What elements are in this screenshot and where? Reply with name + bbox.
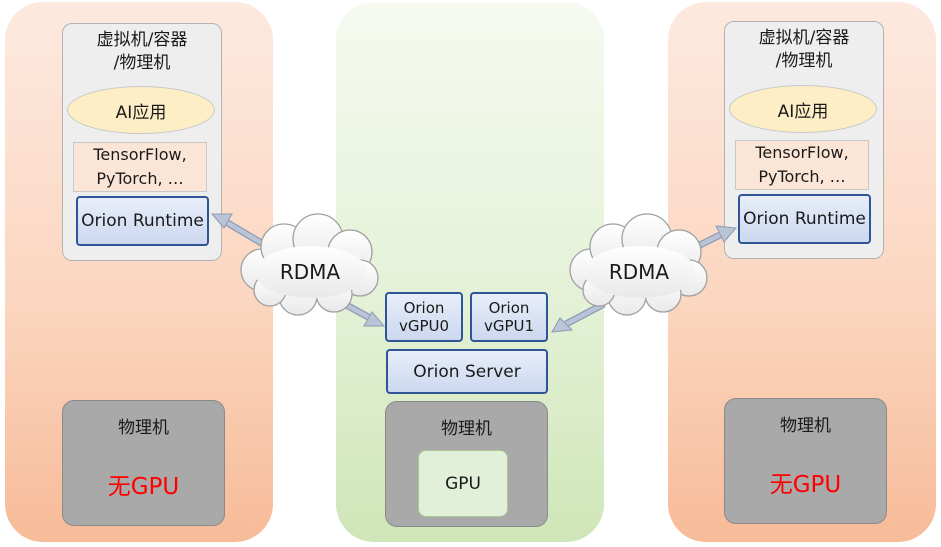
vm-title-right: 虚拟机/容器 /物理机 (758, 28, 850, 71)
physical-machine-left: 物理机 无GPU (62, 400, 225, 526)
no-gpu-left: 无GPU (107, 474, 180, 500)
physical-machine-center-label: 物理机 (441, 419, 492, 439)
ai-app-right: AI应用 (729, 85, 877, 133)
gpu-box: GPU (418, 450, 508, 517)
orion-vgpu0: Orion vGPU0 (385, 292, 463, 342)
orion-runtime-right: Orion Runtime (738, 194, 871, 244)
cloud-left: RDMA (255, 245, 365, 299)
physical-machine-left-label: 物理机 (118, 418, 169, 438)
orion-runtime-left: Orion Runtime (76, 196, 209, 246)
orion-server: Orion Server (386, 349, 548, 394)
arrow-right-to-vgpu1 (551, 300, 606, 333)
frameworks-left: TensorFlow, PyTorch, … (73, 142, 207, 192)
frameworks-right: TensorFlow, PyTorch, … (735, 140, 869, 190)
ai-app-left: AI应用 (67, 86, 215, 134)
cloud-left-label: RDMA (279, 260, 341, 284)
orion-vgpu1: Orion vGPU1 (470, 292, 548, 342)
physical-machine-right: 物理机 无GPU (724, 398, 887, 524)
cloud-right-label: RDMA (608, 260, 670, 284)
physical-machine-right-label: 物理机 (780, 416, 831, 436)
no-gpu-right: 无GPU (769, 472, 842, 498)
vm-title-left: 虚拟机/容器 /物理机 (96, 30, 188, 73)
cloud-right: RDMA (584, 245, 694, 299)
